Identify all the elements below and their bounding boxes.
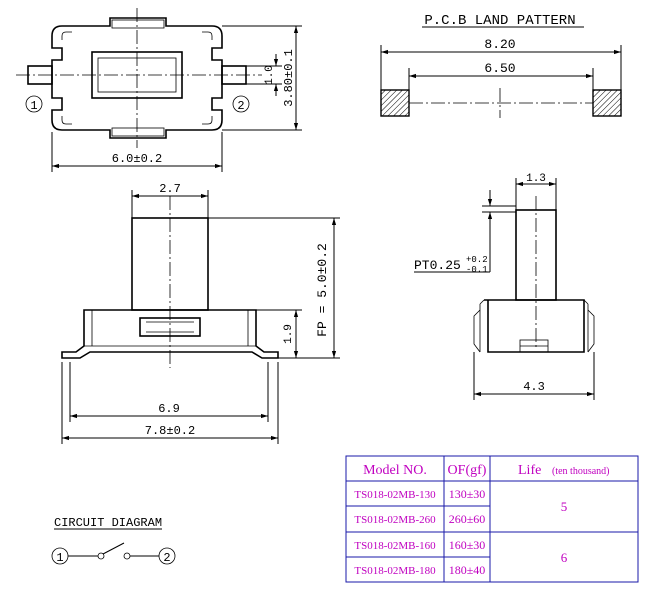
table-header-of: OF(gf) (448, 463, 487, 478)
top-view-body (51, 17, 223, 139)
pcb-inner-dim: 6.50 (484, 61, 515, 76)
pin1-marker (25, 95, 43, 113)
side-view: 2.7 FP = 5.0±0.2 1.9 6.9 7.8±0.2 (61, 182, 340, 444)
terminal-width-dim: 1.0 (264, 65, 276, 85)
pcb-land-pattern: P.C.B LAND PATTERN 8.20 6.50 (380, 13, 622, 118)
end-tolerance-plus: +0.2 (466, 255, 488, 265)
pcb-pad-left (380, 89, 410, 117)
table-row-model: TS018-02MB-130 (354, 489, 436, 501)
table-life-group: 5 (561, 499, 568, 514)
pcb-pad-right (592, 89, 622, 117)
top-height-dim: 3.80±0.1 (282, 49, 296, 107)
top-width-dim: 6.0±0.2 (112, 152, 162, 166)
pin2-label: 2 (237, 99, 244, 113)
end-plunger-dim: 1.3 (526, 173, 546, 185)
table-row-model: TS018-02MB-160 (354, 540, 436, 552)
table-row-of: 160±30 (449, 538, 486, 552)
end-tolerance-base: PT0.25 (414, 258, 461, 273)
pin1-label: 1 (30, 99, 37, 113)
table-row-of: 130±30 (449, 487, 486, 501)
circuit-title: CIRCUIT DIAGRAM (54, 516, 162, 530)
side-inner-dim: 6.9 (158, 402, 180, 416)
spec-table: Model NO. OF(gf) Life (ten thousand) TS0… (345, 455, 639, 583)
end-tolerance-minus: -0.1 (466, 265, 488, 275)
table-row-model: TS018-02MB-180 (354, 565, 436, 577)
table-row-model: TS018-02MB-260 (354, 514, 436, 526)
side-view-body (61, 309, 279, 359)
circuit-diagram: CIRCUIT DIAGRAM 1 2 (51, 516, 176, 565)
circuit-pin1-label: 1 (56, 551, 63, 565)
pin2-marker (232, 95, 250, 113)
circuit-pin2-label: 2 (163, 551, 170, 565)
table-life-group: 6 (561, 550, 568, 565)
pcb-title: P.C.B LAND PATTERN (424, 13, 575, 29)
pcb-outer-dim: 8.20 (484, 37, 515, 52)
table-header-life: Life (518, 463, 541, 478)
side-base-dim: 1.9 (283, 324, 295, 344)
table-header-life-unit: (ten thousand) (552, 466, 610, 477)
side-overall-dim: 7.8±0.2 (145, 424, 195, 438)
table-header-model: Model NO. (363, 463, 427, 478)
end-view-body (484, 299, 585, 353)
end-view: 1.3 PT0.25 +0.2 -0.1 4.3 (414, 173, 595, 400)
switch-contact (102, 542, 125, 555)
top-view: 1 2 6.0±0.2 3.80±0.1 1.0 (16, 8, 302, 172)
table-row-of: 180±40 (449, 563, 486, 577)
end-width-dim: 4.3 (523, 380, 545, 394)
side-height-dim: FP = 5.0±0.2 (315, 243, 330, 337)
table-row-of: 260±60 (449, 512, 486, 526)
circuit-pin2 (158, 547, 176, 565)
side-plunger-dim: 2.7 (159, 182, 181, 196)
